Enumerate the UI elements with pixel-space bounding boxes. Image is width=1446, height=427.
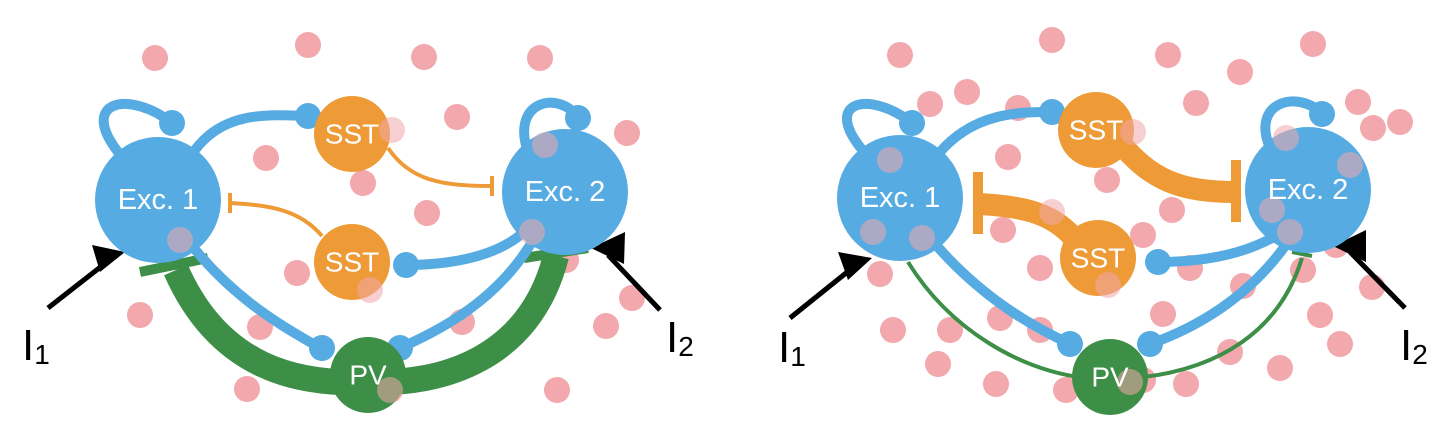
- exc2-label-left: Exc. 2: [525, 176, 606, 208]
- excitatory-synapses-right: [899, 99, 1335, 357]
- pv-node-right: [1072, 339, 1148, 415]
- input2-letter-right: I: [1400, 321, 1412, 370]
- sst-top-node-left: [314, 96, 390, 172]
- input-arrow-2-left: [591, 232, 662, 312]
- sst-top-node-right: [1058, 92, 1134, 168]
- input1-label-right: I1: [778, 323, 806, 372]
- excitatory-connections-left: [98, 97, 583, 353]
- input1-subscript-right: 1: [790, 341, 806, 372]
- input1-letter-right: I: [778, 323, 790, 372]
- input1-subscript-left: 1: [34, 339, 50, 370]
- panel-right: Exc. 1 Exc. 2 SST SST PV I1 I2: [778, 27, 1428, 415]
- input2-subscript-left: 2: [678, 331, 694, 362]
- input-arrow-1-right: [788, 252, 872, 320]
- exc1-label-right: Exc. 1: [860, 182, 941, 214]
- overlap-cells-left: [167, 117, 558, 403]
- panel-left: Exc. 1 Exc. 2 SST SST PV I1 I2: [22, 32, 694, 413]
- input1-label-left: I1: [22, 321, 50, 370]
- input2-label-left: I2: [666, 313, 694, 362]
- sst-bottom-label-left: SST: [325, 247, 379, 278]
- exc2-label-right: Exc. 2: [1268, 174, 1349, 206]
- sst-top-label-right: SST: [1069, 115, 1123, 146]
- input-arrow-1-left: [46, 245, 125, 310]
- background-cells-left: [127, 32, 645, 403]
- sst-top-label-left: SST: [325, 119, 379, 150]
- sst-inhibition-right: [973, 133, 1241, 244]
- input2-label-right: I2: [1400, 321, 1428, 370]
- input-arrow-2-right: [1333, 230, 1407, 310]
- sst-inhibition-left: [228, 146, 494, 238]
- input2-subscript-right: 2: [1412, 339, 1428, 370]
- pv-label-right: PV: [1091, 362, 1129, 393]
- sst-bottom-label-right: SST: [1071, 243, 1125, 274]
- input1-letter-left: I: [22, 321, 34, 370]
- exc1-label-left: Exc. 1: [118, 184, 199, 216]
- input2-letter-left: I: [666, 313, 678, 362]
- overlap-cells-right: [860, 119, 1363, 395]
- pv-label-left: PV: [349, 360, 387, 391]
